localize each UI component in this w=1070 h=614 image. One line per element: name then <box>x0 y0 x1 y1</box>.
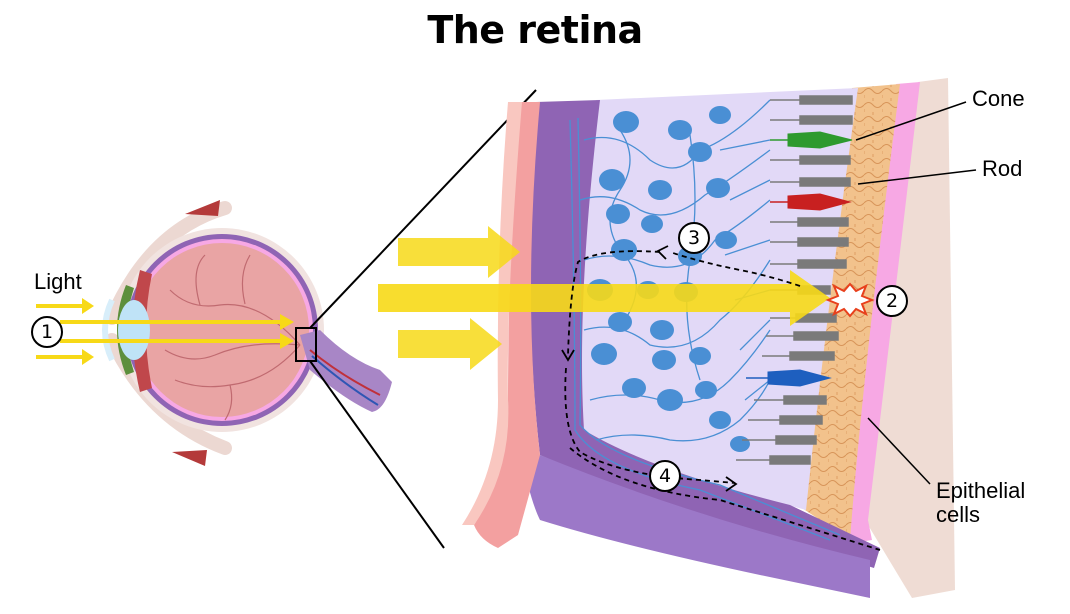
lens <box>118 300 150 360</box>
cone-blue <box>746 369 832 387</box>
cone-red <box>770 193 852 211</box>
cornea <box>102 298 115 362</box>
step-marker-1: 1 <box>31 316 63 348</box>
step-marker-4: 4 <box>649 460 681 492</box>
step-marker-2: 2 <box>876 285 908 317</box>
epithelial-label: Epithelial <box>936 478 1026 503</box>
magnification-box <box>295 327 317 362</box>
rod-leader-line <box>857 169 977 185</box>
epithelial-leader-line <box>867 417 931 485</box>
signal-path-step3 <box>669 251 801 287</box>
step-marker-3: 3 <box>678 222 710 254</box>
eyelid-lower-tip <box>172 450 207 466</box>
page-title: The retina <box>427 8 643 52</box>
signal-path-to-ganglion <box>567 250 661 356</box>
cone-leader-line <box>855 101 967 141</box>
cone-green <box>770 131 853 149</box>
zoom-line-bottom <box>309 360 445 549</box>
vitreous-edge <box>474 102 540 548</box>
optic-nerve <box>300 330 392 412</box>
rod-label: Rod <box>982 156 1023 181</box>
cone-label: Cone <box>972 86 1025 111</box>
zoom-line-top <box>309 89 537 329</box>
sclera-outer <box>865 78 955 598</box>
light-arrows-magnified <box>378 226 830 370</box>
light-label: Light <box>34 269 82 294</box>
activation-flash-icon <box>825 282 875 318</box>
light-arrows <box>36 298 294 365</box>
eyeball <box>102 89 537 549</box>
nerve-fiber-bulge <box>520 450 870 598</box>
blood-vessels <box>164 254 301 421</box>
pigment-epithelium <box>790 84 900 540</box>
signal-path-step4 <box>564 367 736 484</box>
epithelial-label-line2: cells <box>936 502 981 527</box>
eyelid-upper-tip <box>185 200 220 216</box>
vitreous-body <box>135 243 309 417</box>
